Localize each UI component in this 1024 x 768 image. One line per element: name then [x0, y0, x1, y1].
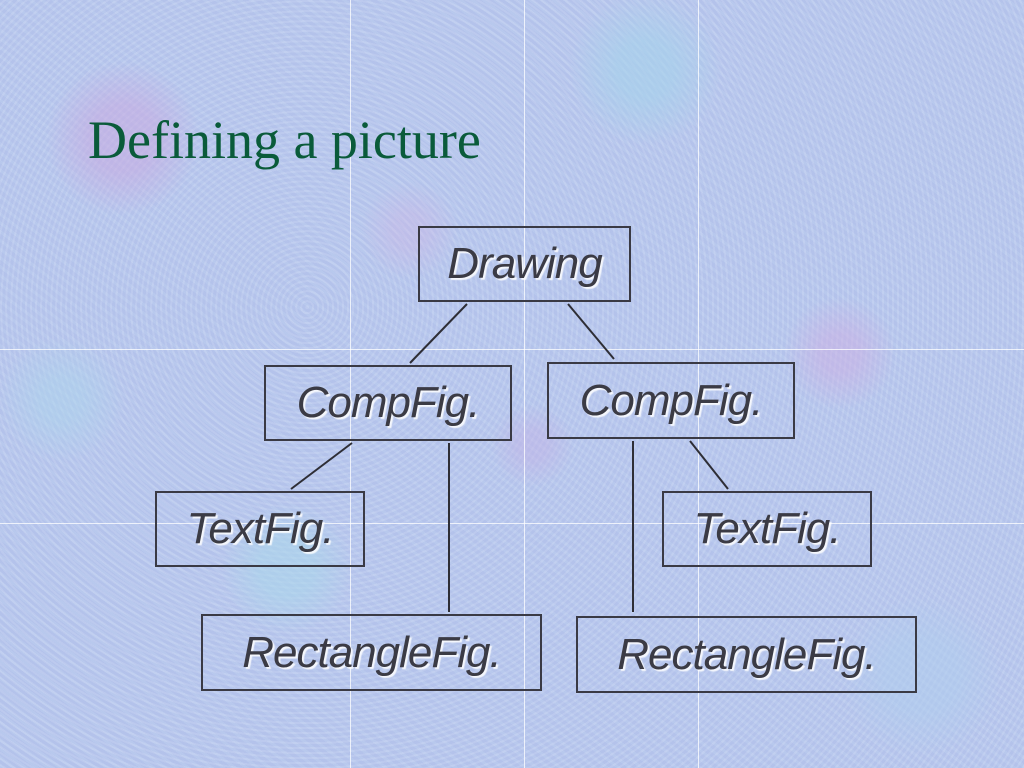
grid-line-horizontal [0, 349, 1024, 350]
node-label: CompFig. [579, 375, 764, 425]
slide-title: Defining a picture [88, 110, 481, 170]
grid-line-vertical [350, 0, 351, 768]
node-label: Drawing [447, 239, 602, 288]
node-rectanglefig-left: RectangleFig. [201, 614, 542, 691]
node-label: RectangleFig. [242, 627, 501, 677]
edge-drawing-to-compfig-right [567, 303, 615, 360]
edge-compfig-left-to-textfig-left [290, 442, 353, 490]
node-textfig-left: TextFig. [155, 491, 365, 567]
node-textfig-right: TextFig. [662, 491, 872, 567]
node-compfig-left: CompFig. [264, 365, 512, 441]
edge-compfig-right-to-textfig-right [689, 440, 729, 490]
node-label: RectangleFig. [617, 629, 876, 679]
node-compfig-right: CompFig. [547, 362, 795, 439]
grid-line-horizontal [0, 523, 1024, 524]
node-label: TextFig. [186, 504, 335, 553]
grid-line-vertical [698, 0, 699, 768]
node-label: CompFig. [296, 378, 481, 427]
grid-line-vertical [524, 0, 525, 768]
edge-drawing-to-compfig-left [409, 303, 468, 364]
node-drawing: Drawing [418, 226, 631, 302]
node-label: TextFig. [693, 504, 842, 553]
node-rectanglefig-right: RectangleFig. [576, 616, 917, 693]
